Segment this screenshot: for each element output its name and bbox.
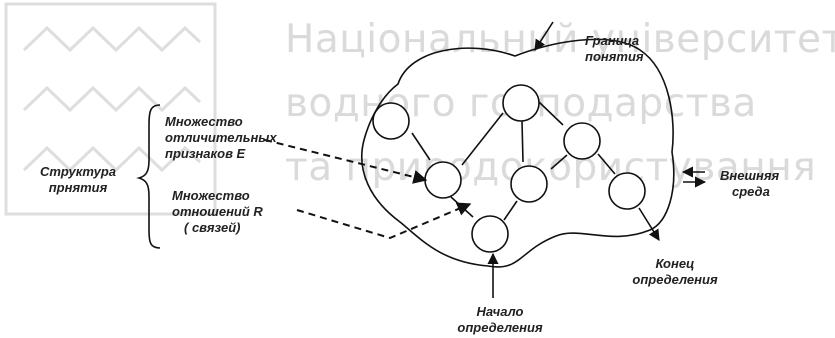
node (563, 122, 601, 160)
features-set-label-line: Множество (165, 114, 243, 129)
edge (521, 120, 524, 163)
node (424, 161, 462, 199)
node (608, 172, 646, 210)
relations-pointer-arrow (296, 202, 472, 240)
boundary-label: Граница понятия (585, 33, 644, 65)
features-pointer-arrow (264, 139, 428, 184)
watermark-line-1: Національний університет (285, 17, 835, 62)
edge (538, 101, 564, 126)
start-definition-label: Начало определения (445, 304, 555, 336)
node (372, 102, 410, 140)
node (510, 165, 548, 203)
boundary-label-line: Граница (585, 33, 640, 48)
watermark-wave-1 (22, 25, 202, 53)
environment-label-line: среда (732, 184, 770, 199)
environment-label-line: Внешняя (720, 168, 780, 183)
watermark-logo-frame (4, 2, 217, 216)
structure-label-line: Структура (39, 164, 116, 179)
structure-label-line: прнятия (48, 180, 108, 195)
edge (450, 196, 474, 218)
end-definition-label-line: определения (632, 272, 718, 287)
structure-label: Структура прнятия (28, 164, 128, 196)
relation-edges (411, 101, 616, 221)
start-definition-label-line: определения (457, 320, 543, 335)
edge (597, 153, 616, 175)
environment-label: Внешняя среда (720, 168, 779, 200)
features-set-label: Множество отличительных признаков Е (165, 114, 277, 162)
end-definition-label: Конец определения (620, 256, 730, 288)
concept-nodes (372, 84, 646, 253)
features-set-label-line: отличительных (165, 130, 277, 145)
edge (550, 154, 568, 170)
relations-set-label-line: отношений R (172, 204, 263, 219)
watermark-wave-3 (22, 145, 202, 173)
edge (461, 112, 504, 166)
structure-brace (136, 104, 161, 249)
relations-set-label-line: ( связей) (184, 220, 241, 235)
start-definition-label-line: Начало (476, 304, 524, 319)
features-set-label-line: признаков Е (165, 146, 246, 161)
relations-set-label: Множество отношений R ( связей) (172, 188, 263, 236)
relations-set-label-line: Множество (172, 188, 250, 203)
watermark-wave-2 (22, 85, 202, 113)
end-definition-label-line: Конец (655, 256, 695, 271)
boundary-pointer (534, 21, 554, 51)
concept-boundary (360, 38, 675, 268)
node (471, 215, 509, 253)
end-definition-arrow (638, 207, 660, 241)
node (502, 84, 540, 122)
edge (503, 200, 518, 221)
boundary-label-line: понятия (585, 49, 644, 64)
edge (411, 132, 431, 161)
